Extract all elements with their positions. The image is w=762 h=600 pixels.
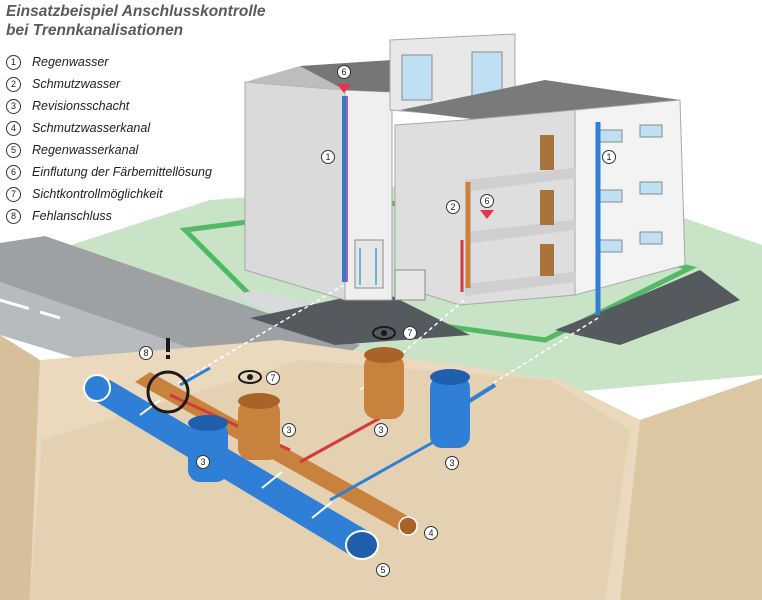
legend-label: Einflutung der Färbemittellösung [32, 165, 212, 179]
legend-item: 5 Regenwasserkanal [6, 139, 212, 161]
floor-slab-2 [465, 220, 575, 244]
legend-item: 8 Fehlanschluss [6, 205, 212, 227]
legend-number: 5 [6, 142, 21, 158]
marker-4: 4 [424, 526, 438, 540]
legend-item: 6 Einflutung der Färbemittellösung [6, 161, 212, 183]
legend-number: 1 [6, 54, 21, 70]
marker-8: 8 [139, 346, 153, 360]
warning-icon [166, 338, 170, 359]
legend-label: Schmutzwasserkanal [32, 121, 151, 135]
title-line-2: bei Trennkanalisationen [6, 22, 184, 39]
marker-7-left: 7 [266, 371, 280, 385]
svg-text:7: 7 [407, 328, 412, 338]
road-marking [0, 298, 61, 320]
manhole-blue-right [430, 369, 470, 448]
legend-number: 6 [6, 164, 21, 180]
manhole-brown-center [364, 347, 404, 419]
svg-text:2: 2 [450, 202, 455, 212]
legend-item: 7 Sichtkontrollmöglichkeit [6, 183, 212, 205]
floor-slab-3 [465, 272, 575, 296]
lateral-waste [299, 416, 381, 464]
legend-item: 3 Revisionsschacht [6, 95, 212, 117]
legend-item: 1 Regenwasser [6, 51, 212, 73]
door-right [394, 269, 426, 301]
floor-slab-1 [465, 168, 575, 192]
dash-line-3 [489, 317, 599, 386]
door-floor-1 [540, 135, 554, 170]
side-window-1 [599, 129, 623, 143]
dye-funnel-icon-2 [480, 210, 494, 219]
legend-number: 8 [6, 208, 21, 224]
faulty-connection-circle [146, 370, 190, 414]
side-window-2 [639, 124, 663, 138]
svg-text:4: 4 [428, 528, 433, 538]
side-window-5 [599, 239, 623, 253]
marker-6-floor: 6 [480, 194, 494, 208]
svg-text:3: 3 [286, 425, 291, 435]
svg-text:8: 8 [143, 348, 148, 358]
legend-number: 7 [6, 186, 21, 202]
marker-7-center: 7 [403, 326, 417, 340]
legend-item: 4 Schmutzwasserkanal [6, 117, 212, 139]
legend-number: 4 [6, 120, 21, 136]
marker-5: 5 [376, 563, 390, 577]
svg-text:3: 3 [378, 425, 383, 435]
svg-text:3: 3 [200, 457, 205, 467]
building-right-side [574, 99, 686, 296]
legend-label: Regenwasser [32, 55, 109, 69]
legend-label: Schmutzwasser [32, 77, 121, 91]
marker-2: 2 [446, 200, 460, 214]
dash-line-1 [174, 284, 345, 386]
legend-number: 2 [6, 76, 21, 92]
side-window-4 [639, 181, 663, 195]
marker-3-blue-left: 3 [196, 455, 210, 469]
door-floor-3 [540, 244, 554, 276]
side-window-6 [639, 231, 663, 245]
legend-label: Fehlanschluss [32, 209, 112, 223]
legend-label: Sichtkontrollmöglichkeit [32, 187, 163, 201]
marker-1-right: 1 [602, 150, 616, 164]
building-left-front [244, 81, 346, 301]
side-window-3 [599, 189, 623, 203]
manhole-brown-left [238, 393, 280, 460]
title-line-1: Einsatzbeispiel Anschlusskontrolle [6, 3, 266, 20]
tower-window-1 [401, 54, 433, 101]
marker-3-right: 3 [445, 456, 459, 470]
manhole-blue-left [188, 415, 228, 482]
svg-text:5: 5 [380, 565, 385, 575]
svg-text:3: 3 [449, 458, 454, 468]
marker-3-brown-left: 3 [282, 423, 296, 437]
diagram-title: Einsatzbeispiel Anschlusskontrolle bei T… [6, 2, 266, 40]
dye-funnel-icon [337, 84, 351, 93]
svg-text:6: 6 [484, 196, 489, 206]
building-right-roof [400, 80, 680, 125]
svg-text:6: 6 [341, 67, 346, 77]
soil-front [0, 335, 40, 600]
asphalt-pad-right [555, 270, 740, 345]
svg-text:7: 7 [270, 373, 275, 383]
legend-label: Revisionsschacht [32, 99, 130, 113]
legend-item: 2 Schmutzwasser [6, 73, 212, 95]
legend-number: 3 [6, 98, 21, 114]
eye-icon-2 [372, 326, 396, 340]
marker-3-center: 3 [374, 423, 388, 437]
marker-1-left: 1 [321, 150, 335, 164]
door-floor-2 [540, 190, 554, 225]
rainwater-sewer [83, 374, 379, 560]
eye-icon [238, 370, 262, 384]
svg-text:1: 1 [325, 152, 330, 162]
legend: 1 Regenwasser 2 Schmutzwasser 3 Revisionssc… [6, 51, 212, 227]
marker-6-top: 6 [337, 65, 351, 79]
soil-right [620, 378, 762, 600]
legend-label: Regenwasserkanal [32, 143, 139, 157]
svg-text:1: 1 [606, 152, 611, 162]
